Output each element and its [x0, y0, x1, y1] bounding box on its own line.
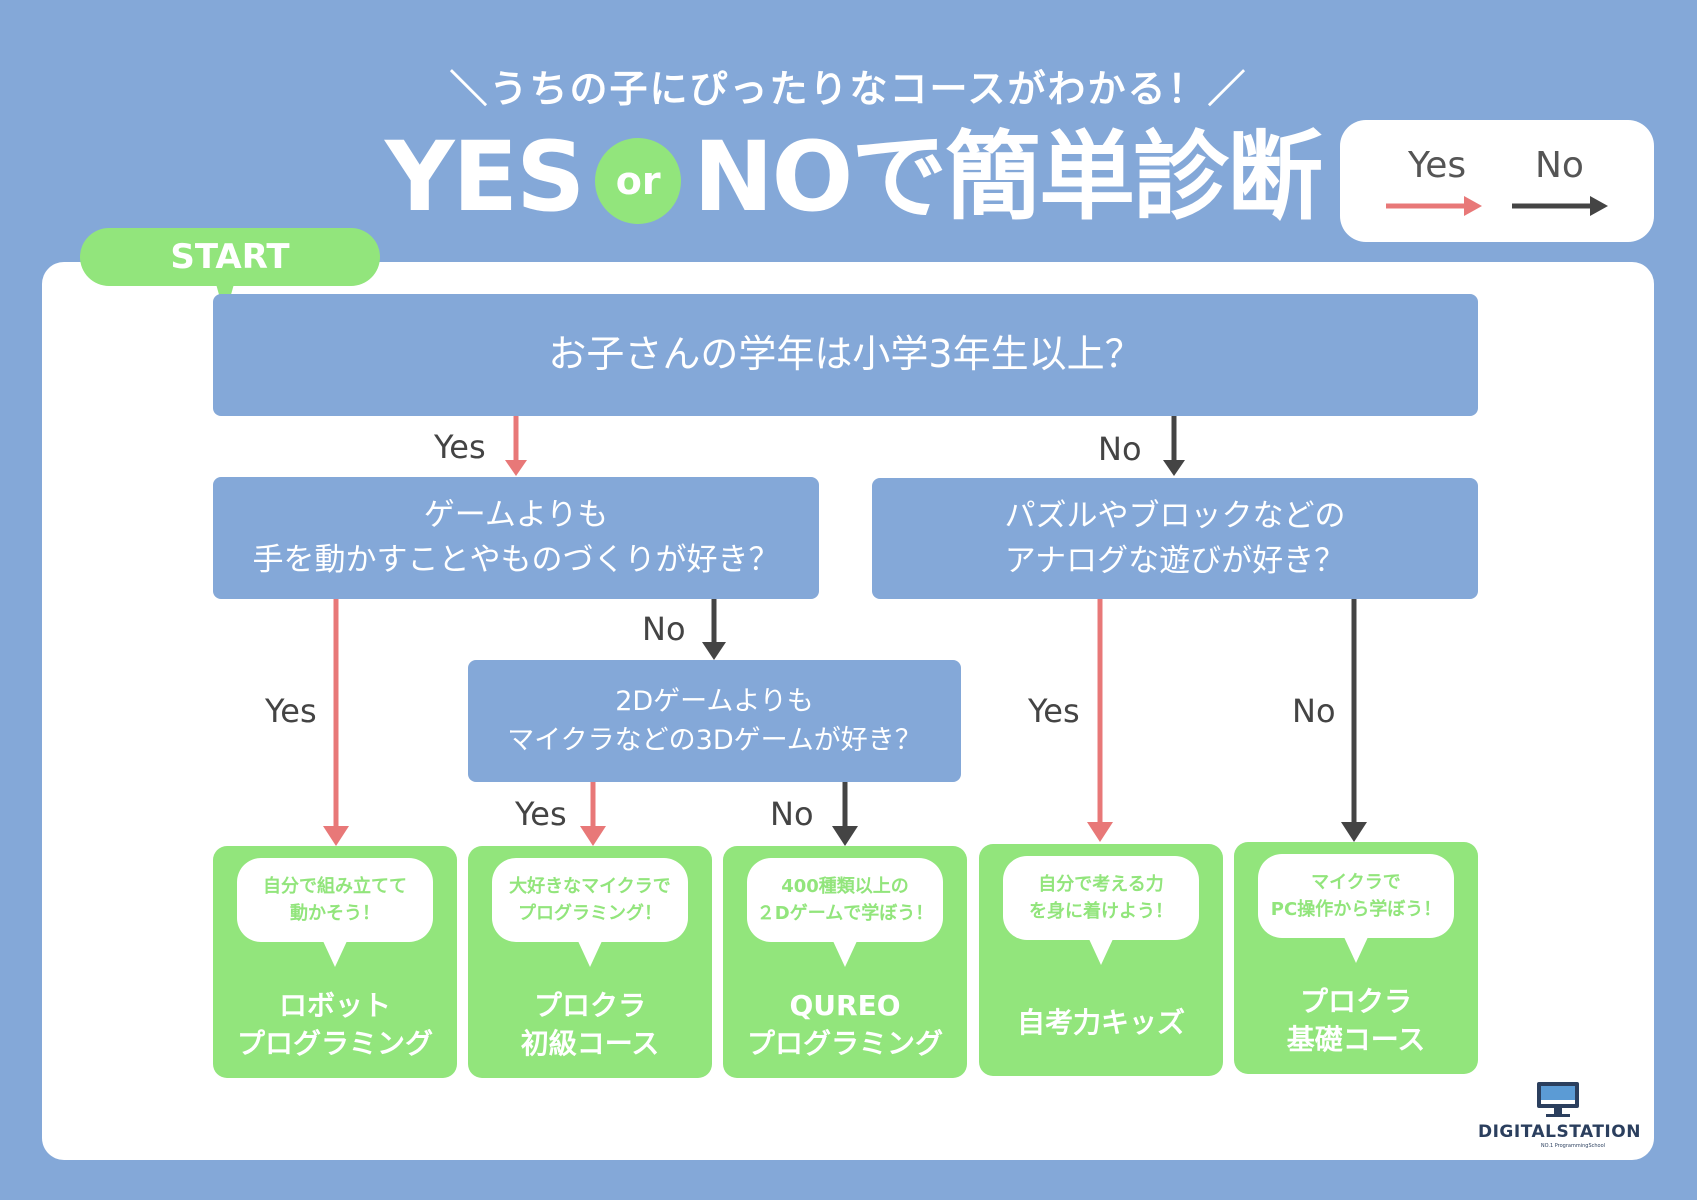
logo-name: DIGITALSTATION: [1478, 1122, 1641, 1142]
question-3d-games-line2: マイクラなどの3Dゲームが好き？: [507, 725, 922, 756]
legend-no-arrow-icon: [1512, 196, 1608, 216]
bubble-tail: [1089, 939, 1113, 965]
q3-yes-arrow: [1087, 598, 1113, 842]
q4-no-arrow: [832, 782, 858, 846]
question-crafting-line1: ゲームよりも: [423, 497, 609, 534]
question-3d-games-line1: 2Dゲームよりも: [615, 685, 814, 717]
result-qureo-programming: 400種類以上の ２Dゲームで学ぼう！ QUREO プログラミング: [723, 846, 967, 1078]
q4-yes-label: Yes: [515, 795, 567, 833]
course-name: QUREO プログラミング: [723, 982, 967, 1068]
bubble-line1: 大好きなマイクラで: [509, 876, 671, 897]
bubble-tail: [323, 941, 347, 967]
course-name-line2: プログラミング: [746, 1027, 943, 1060]
q1-yes-arrow: [505, 416, 527, 476]
bubble-tail: [1344, 937, 1368, 963]
title-rest: NOで簡単診断: [693, 121, 1323, 233]
question-grade: お子さんの学年は小学3年生以上？: [213, 294, 1478, 416]
bubble-line1: 400種類以上の: [781, 876, 909, 897]
result-procra-beginner: 大好きなマイクラで プログラミング！ プロクラ 初級コース: [468, 846, 712, 1078]
title-or-badge: or: [595, 138, 682, 224]
course-name: プロクラ 初級コース: [468, 982, 712, 1068]
course-name-line1: プロクラ: [1299, 985, 1412, 1019]
course-name-line1: ロボット: [278, 989, 391, 1023]
question-crafting-line2: 手を動かすことやものづくりが好き？: [252, 542, 780, 578]
q2-yes-label: Yes: [265, 692, 317, 730]
question-analog-play-line1: パズルやブロックなどの: [1004, 497, 1346, 534]
bubble-line1: 自分で組み立てて: [263, 876, 407, 897]
bubble-line2: PC操作から学ぼう！: [1270, 899, 1442, 920]
digitalstation-logo: DIGITALSTATION NO.1 ProgrammingSchool: [1478, 1082, 1641, 1149]
legend-yes-label: Yes: [1408, 145, 1467, 186]
question-crafting: ゲームよりも 手を動かすことやものづくりが好き？: [213, 477, 819, 599]
q1-no-arrow: [1163, 416, 1185, 476]
course-name-line2: 初級コース: [520, 1027, 660, 1060]
q1-yes-label: Yes: [434, 428, 486, 466]
question-analog-play-line2: アナログな遊びが好き？: [1004, 542, 1346, 579]
bubble-tail: [578, 941, 602, 967]
question-3d-games: 2Dゲームよりも マイクラなどの3Dゲームが好き？: [468, 660, 961, 782]
result-bubble: 大好きなマイクラで プログラミング！: [492, 858, 688, 942]
q2-no-label: No: [642, 610, 686, 648]
question-grade-text: お子さんの学年は小学3年生以上？: [548, 332, 1143, 377]
bubble-line2: ２Dゲームで学ぼう！: [756, 903, 934, 924]
q4-no-label: No: [770, 795, 814, 833]
legend: Yes No: [1340, 120, 1654, 242]
bubble-line1: マイクラで: [1311, 872, 1401, 893]
bubble-tail: [833, 941, 857, 967]
q3-no-arrow: [1341, 598, 1367, 842]
question-analog-play: パズルやブロックなどの アナログな遊びが好き？: [872, 478, 1478, 599]
course-name-line2: 基礎コース: [1286, 1023, 1426, 1056]
subtitle: ＼うちの子にぴったりなコースがわかる！／: [449, 67, 1248, 111]
start-tag: START: [80, 228, 380, 286]
q4-yes-arrow: [580, 782, 606, 846]
bubble-line2: を身に着けよう！: [1029, 901, 1173, 922]
result-bubble: マイクラで PC操作から学ぼう！: [1258, 854, 1454, 938]
result-robot-programming: 自分で組み立てて 動かそう！ ロボット プログラミング: [213, 846, 457, 1078]
bubble-line2: 動かそう！: [290, 903, 380, 924]
q3-no-label: No: [1292, 692, 1336, 730]
title-yes: YES: [385, 121, 585, 233]
legend-yes-arrow-icon: [1386, 196, 1482, 216]
bubble-line1: 自分で考える力: [1038, 874, 1164, 895]
bubble-line2: プログラミング！: [518, 903, 662, 924]
legend-no-label: No: [1535, 145, 1584, 186]
result-jikoryoku-kids: 自分で考える力 を身に着けよう！ 自考力キッズ: [979, 844, 1223, 1076]
q2-no-arrow: [702, 598, 726, 660]
result-procra-basic: マイクラで PC操作から学ぼう！ プロクラ 基礎コース: [1234, 842, 1478, 1074]
course-name: 自考力キッズ: [979, 980, 1223, 1066]
course-name-line1: QUREO: [789, 989, 901, 1023]
course-name: プロクラ 基礎コース: [1234, 978, 1478, 1064]
course-name-line1: プロクラ: [533, 989, 646, 1023]
logo-tagline: NO.1 ProgrammingSchool: [1540, 1143, 1606, 1149]
course-name: ロボット プログラミング: [213, 982, 457, 1068]
title: YES or NOで簡単診断: [385, 121, 1323, 233]
q2-yes-arrow: [323, 598, 349, 846]
course-name-line2: プログラミング: [236, 1027, 433, 1060]
q1-no-label: No: [1098, 430, 1142, 468]
result-bubble: 自分で組み立てて 動かそう！: [237, 858, 433, 942]
q3-yes-label: Yes: [1028, 692, 1080, 730]
course-name-line1: 自考力キッズ: [1016, 1006, 1185, 1040]
monitor-icon: [1537, 1082, 1579, 1117]
result-bubble: 400種類以上の ２Dゲームで学ぼう！: [747, 858, 943, 942]
legend-arrows: [1386, 196, 1608, 216]
result-bubble: 自分で考える力 を身に着けよう！: [1003, 856, 1199, 940]
